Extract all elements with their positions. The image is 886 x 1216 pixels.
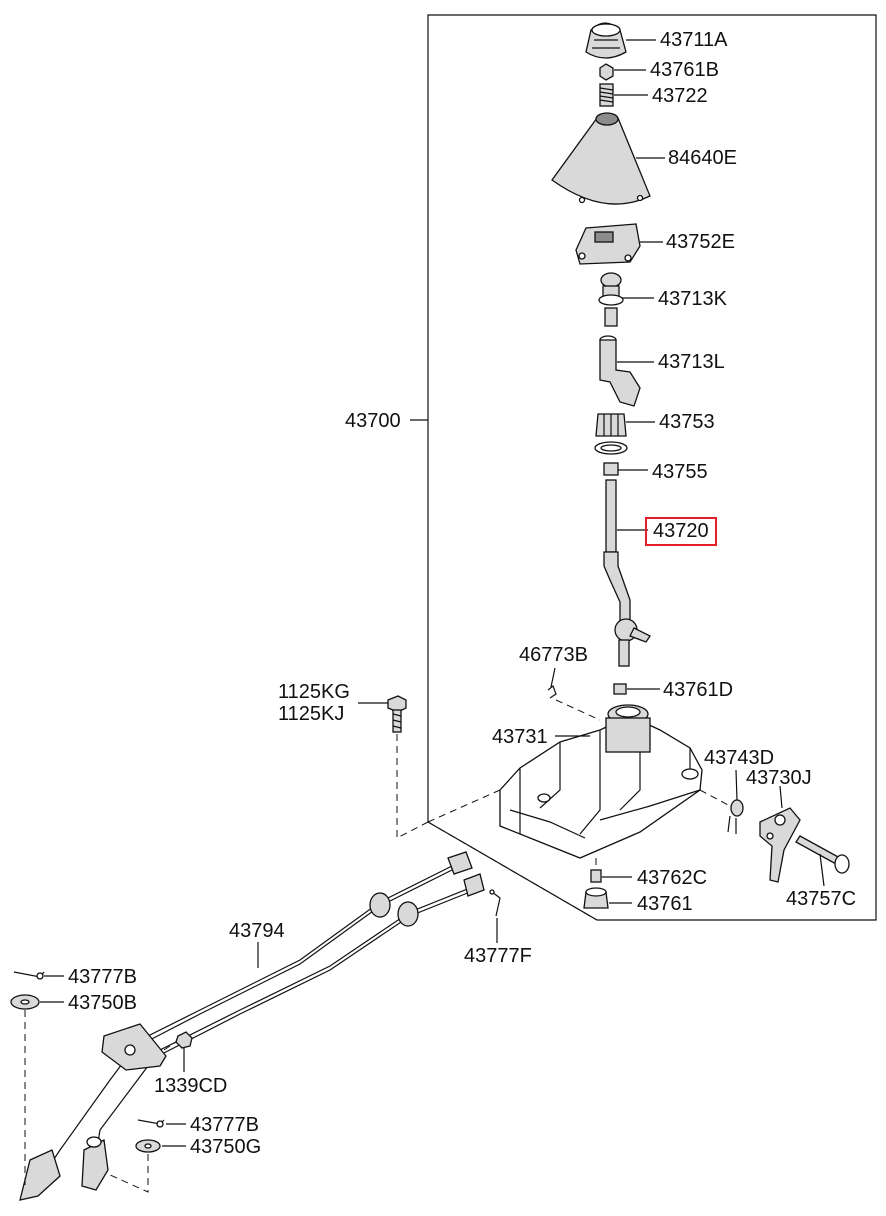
part-label-43794[interactable]: 43794 [229, 920, 285, 942]
part-label-1125KG[interactable]: 1125KG [278, 681, 350, 703]
part-label-43713L[interactable]: 43713L [658, 351, 725, 373]
part-label-43755[interactable]: 43755 [652, 461, 708, 483]
lower-bushing [583, 869, 609, 909]
shift-boot [551, 112, 651, 205]
part-label-43743D[interactable]: 43743D [704, 747, 775, 769]
mounting-bolt [387, 695, 407, 733]
part-label-43761[interactable]: 43761 [637, 893, 693, 915]
retaining-clip [547, 685, 557, 699]
shift-knob [585, 22, 627, 59]
part-label-43722[interactable]: 43722 [652, 85, 708, 107]
part-label-46773B[interactable]: 46773B [519, 644, 588, 666]
cable-clip-bottom [137, 1119, 165, 1128]
lever-ring [594, 413, 628, 455]
part-label-43700[interactable]: 43700 [345, 410, 401, 432]
part-label-43711A[interactable]: 43711A [660, 29, 728, 51]
part-label-43761D[interactable]: 43761D [663, 679, 734, 701]
part-label-43730J[interactable]: 43730J [746, 767, 812, 789]
cable-clip-left-top [13, 971, 45, 980]
bushing-stack [598, 272, 624, 327]
cable-clip-upper [489, 889, 501, 917]
part-label-43762C[interactable]: 43762C [637, 867, 708, 889]
part-label-1339CD[interactable]: 1339CD [154, 1075, 228, 1097]
select-lever [759, 807, 801, 883]
part-label-43720[interactable]: 43720 [645, 517, 717, 546]
pivot-pin [795, 835, 850, 874]
part-label-43761B[interactable]: 43761B [650, 59, 719, 81]
part-label-43777B-bottom[interactable]: 43777B [190, 1114, 259, 1136]
part-label-43731[interactable]: 43731 [492, 726, 548, 748]
cable-washer-bottom [135, 1139, 161, 1153]
knob-nut [599, 63, 614, 81]
shift-cables [19, 851, 485, 1201]
part-label-43750G[interactable]: 43750G [190, 1136, 262, 1158]
spring [599, 83, 614, 107]
part-label-43750B[interactable]: 43750B [68, 992, 137, 1014]
part-label-84640E[interactable]: 84640E [668, 147, 737, 169]
pivot-washer [727, 799, 744, 834]
part-label-43752E[interactable]: 43752E [666, 231, 735, 253]
cable-washer-left [10, 994, 40, 1010]
part-label-43777B-top[interactable]: 43777B [68, 966, 137, 988]
part-label-43713K[interactable]: 43713K [658, 288, 727, 310]
upper-bracket [575, 223, 641, 265]
lever-collar [603, 462, 619, 476]
lever-sleeve [599, 335, 641, 407]
part-label-43753[interactable]: 43753 [659, 411, 715, 433]
lever-bushing [613, 683, 627, 695]
shifter-housing [499, 704, 703, 859]
part-label-1125KJ[interactable]: 1125KJ [278, 703, 345, 725]
shift-lever [603, 479, 651, 667]
part-label-43777F[interactable]: 43777F [464, 945, 532, 967]
part-label-43757C[interactable]: 43757C [786, 888, 857, 910]
